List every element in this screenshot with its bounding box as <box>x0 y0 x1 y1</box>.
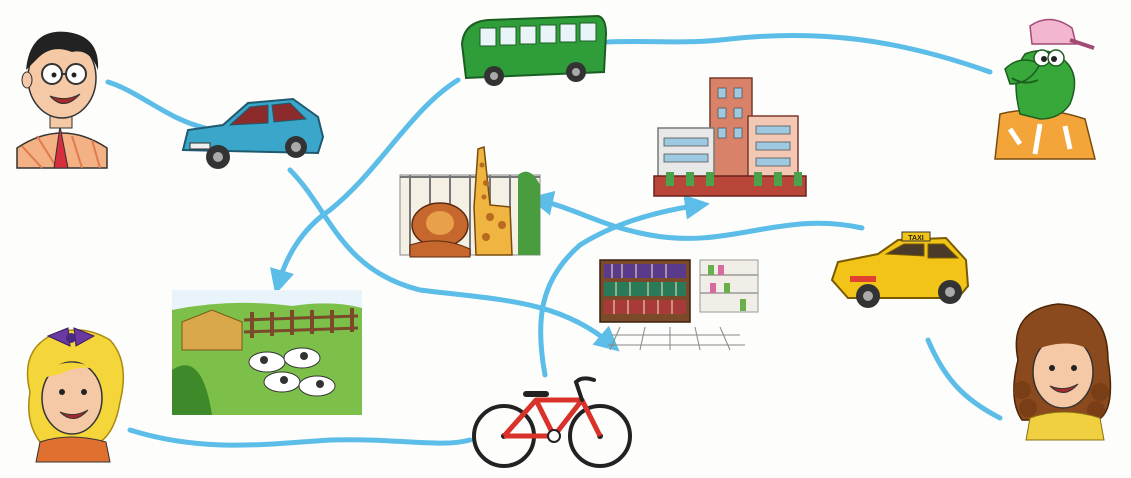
path-car-to-library <box>287 167 620 352</box>
red-bicycle-icon <box>472 376 632 468</box>
path-boy-to-car <box>105 79 208 131</box>
brown-curly-hair-girl-icon <box>1013 303 1112 441</box>
path-taxi-to-zoo <box>528 190 865 241</box>
path-girl-curly-to-taxi <box>925 337 1003 421</box>
green-dinosaur-cap-icon <box>994 18 1096 160</box>
blue-car-icon <box>181 97 325 169</box>
school-building-icon <box>653 77 807 197</box>
path-girl-bow-to-bicycle <box>127 427 473 448</box>
boy-with-glasses-icon <box>16 31 108 169</box>
yellow-taxi-icon: TAXI <box>830 231 970 308</box>
path-dinosaur-to-bus <box>605 32 993 75</box>
connection-paths <box>105 32 1003 448</box>
path-bicycle-to-school <box>538 194 710 378</box>
farm-cows-icon <box>172 290 362 415</box>
blonde-girl-purple-bow-icon <box>26 327 125 463</box>
library-bookshelves-icon <box>599 259 759 351</box>
path-bus-to-farm <box>270 77 461 295</box>
taxi-sign: TAXI <box>908 235 923 242</box>
green-bus-icon <box>460 14 608 86</box>
zoo-giraffe-lion-icon <box>399 145 541 258</box>
